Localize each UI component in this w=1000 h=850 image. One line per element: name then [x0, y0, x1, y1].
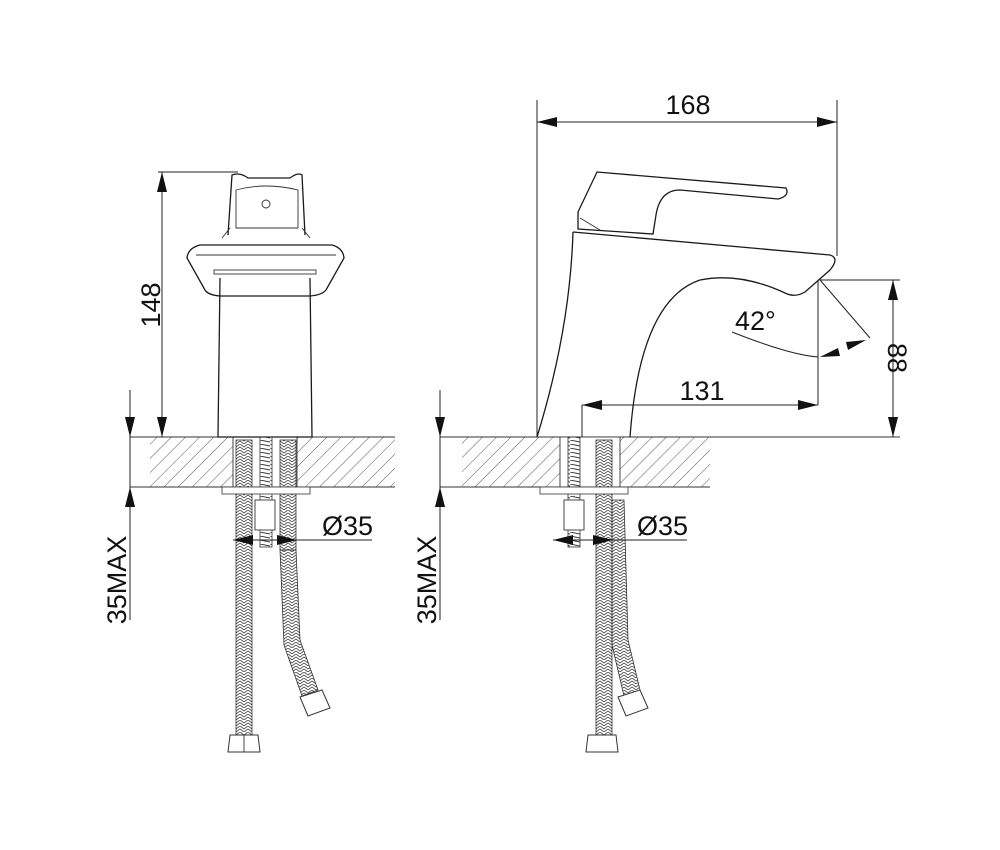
faucet-body-side	[536, 171, 836, 438]
dim-label-hole-side: Ø35	[637, 511, 688, 541]
side-view: 168 131 88 42° 35MAX	[412, 90, 912, 753]
hoses-side	[539, 436, 649, 753]
dim-label-88: 88	[882, 343, 912, 373]
hoses-front	[221, 436, 331, 753]
dimension-hole-front: Ø35	[233, 511, 373, 545]
dim-label-168: 168	[665, 90, 710, 120]
washer-plate	[221, 486, 311, 495]
dim-label-35max-side: 35MAX	[412, 536, 442, 625]
dim-label-148: 148	[136, 282, 166, 327]
dim-label-42: 42°	[735, 306, 776, 336]
countertop-section-side	[440, 436, 900, 488]
front-view: 148 35MAX Ø35	[102, 171, 395, 753]
dim-label-35max: 35MAX	[102, 536, 132, 625]
dimension-35max-side: 35MAX	[412, 390, 445, 624]
fixing-nut	[254, 499, 276, 531]
dim-label-hole: Ø35	[322, 511, 373, 541]
dimension-131: 131	[581, 280, 819, 437]
dimension-168: 168	[536, 90, 838, 437]
dimension-88: 88	[820, 279, 912, 437]
dimension-angle-42: 42°	[731, 279, 871, 358]
faucet-body-front	[186, 173, 345, 438]
dimension-hole-side: Ø35	[553, 511, 688, 545]
dim-label-131: 131	[679, 376, 724, 406]
dimension-148: 148	[136, 171, 238, 437]
dimension-35max-front: 35MAX	[102, 390, 135, 624]
indicator-button-icon	[261, 199, 271, 209]
